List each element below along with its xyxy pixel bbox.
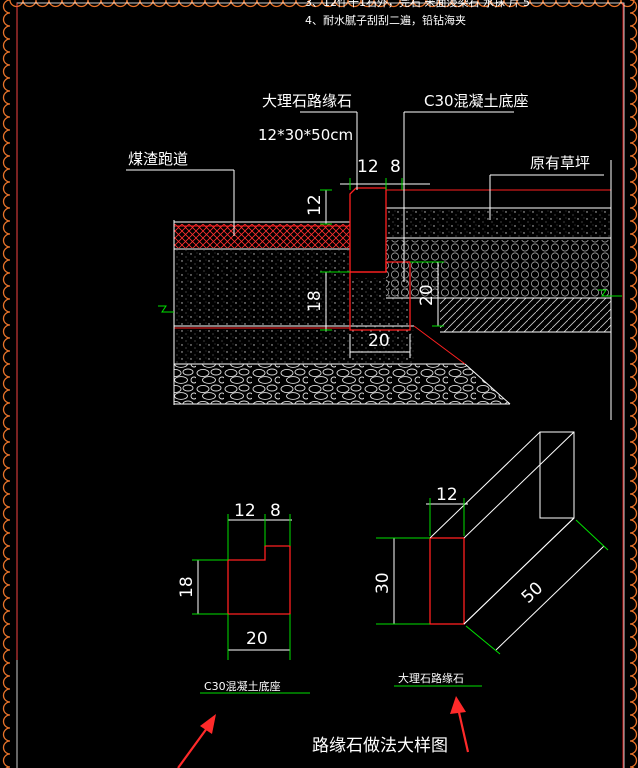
red-arrow-right xyxy=(450,696,470,753)
label-curb-size: 12*30*50cm xyxy=(258,126,353,144)
curb-stone-section xyxy=(349,187,387,273)
gravel-bed xyxy=(174,364,510,404)
dim-8-top: 8 xyxy=(390,157,401,177)
cross-section: 大理石路缘石 12*30*50cm C30混凝土底座 煤渣跑道 原有草坪 12 … xyxy=(126,92,622,420)
stone-detail-dim-30: 30 xyxy=(373,572,393,594)
base-detail-dim-12: 12 xyxy=(234,501,256,521)
drawing-caption: 路缘石做法大样图 xyxy=(312,736,448,756)
base-detail-dim-8: 8 xyxy=(270,501,281,521)
stone-detail-front xyxy=(429,537,465,625)
base-dots xyxy=(350,278,410,330)
base-detail: 12 8 18 20 C30混凝土底座 xyxy=(177,501,310,694)
track-surface-hatch xyxy=(174,224,350,248)
label-base: C30混凝土底座 xyxy=(424,92,529,110)
note-line-4: 4、耐水腻子刮刮二遍，铅钻海夹 xyxy=(305,13,466,27)
lawn-soil-hatch xyxy=(440,298,611,332)
dim-18: 18 xyxy=(305,290,325,312)
base-detail-title: C30混凝土底座 xyxy=(204,679,281,693)
stone-detail-title: 大理石路缘石 xyxy=(398,671,464,685)
label-lawn: 原有草坪 xyxy=(530,154,590,172)
dim-20-right: 20 xyxy=(417,284,437,306)
base-detail-outline xyxy=(227,545,291,615)
label-cinder-track: 煤渣跑道 xyxy=(128,150,188,168)
lawn-topsoil xyxy=(386,208,611,238)
track-subbase-layer xyxy=(174,330,414,364)
dim-20-bottom: 20 xyxy=(368,331,390,351)
red-arrow-left xyxy=(177,714,216,768)
track-base-layer xyxy=(174,250,350,326)
stone-detail-dim-50: 50 xyxy=(518,578,547,607)
base-detail-dim-18: 18 xyxy=(177,576,197,598)
lawn-gravel-layer xyxy=(386,240,611,298)
stone-detail: 12 30 50 大理石路缘石 xyxy=(373,431,609,687)
stone-detail-dim-12: 12 xyxy=(436,485,458,505)
base-detail-dim-20: 20 xyxy=(246,629,268,649)
dim-12-top: 12 xyxy=(357,157,379,177)
note-line-3: 3、12件十1石外，完石 米面浸染石 水抹 片 5 xyxy=(305,0,530,9)
dim-12-side: 12 xyxy=(305,194,325,216)
label-curb-stone: 大理石路缘石 xyxy=(262,92,352,110)
